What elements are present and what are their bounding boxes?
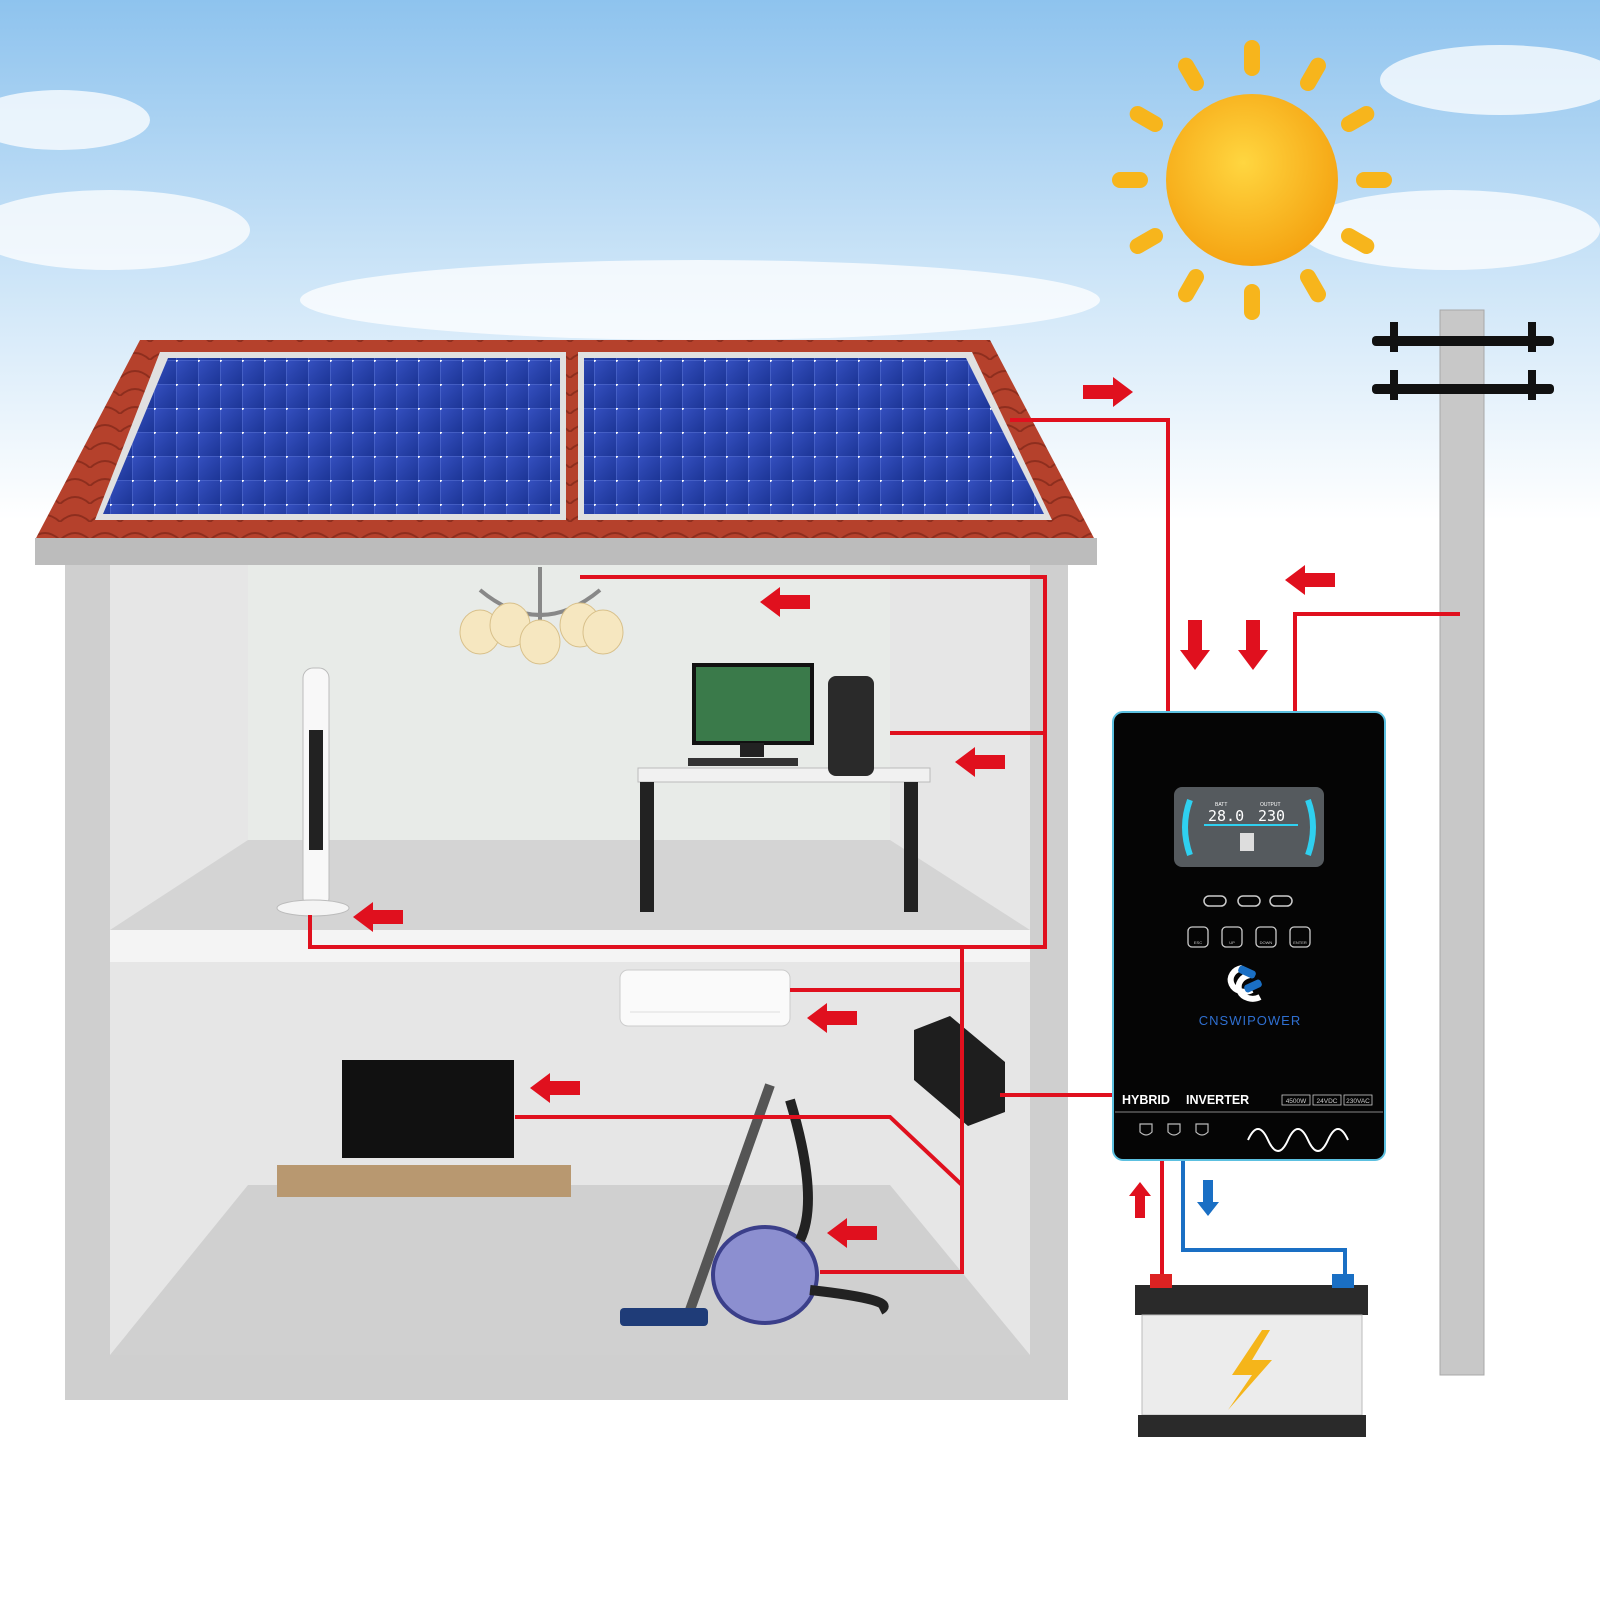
utility-pole bbox=[1372, 309, 1554, 1376]
tower-fan-icon bbox=[276, 667, 350, 917]
spec-badge bbox=[1281, 1094, 1311, 1106]
brand-name: CNSWIPOWER bbox=[1199, 1013, 1301, 1028]
inverter-title-inverter: INVERTER bbox=[1186, 1093, 1249, 1107]
grid-line bbox=[1293, 612, 1460, 712]
arrow-down-icon bbox=[1180, 620, 1210, 670]
arrow-left-icon bbox=[353, 902, 403, 932]
arrow-left-icon bbox=[827, 1218, 877, 1248]
inverter-button-label: DOWN bbox=[1260, 940, 1273, 945]
solar-panel-left bbox=[103, 358, 560, 514]
spec-label: 4500W bbox=[1286, 1098, 1307, 1105]
arrow-left-icon bbox=[807, 1003, 857, 1033]
inverter-button-enter: ENTER bbox=[1289, 926, 1311, 948]
inverter-title-hybrid: HYBRID bbox=[1122, 1093, 1170, 1107]
arrow-left-icon bbox=[1285, 565, 1335, 595]
sun-ray bbox=[1340, 228, 1375, 254]
solar-line bbox=[1010, 418, 1170, 712]
air-conditioner-icon bbox=[619, 969, 791, 1027]
lcd-screen bbox=[1174, 787, 1324, 867]
solar-panel-right bbox=[584, 358, 1044, 514]
sun-ray bbox=[1129, 228, 1164, 254]
sun-icon bbox=[1112, 40, 1392, 320]
sun-ray bbox=[1129, 106, 1164, 132]
spec-badge bbox=[1343, 1094, 1373, 1106]
arrow-left-icon bbox=[530, 1073, 580, 1103]
desk-computer-icon bbox=[637, 663, 931, 912]
arrow-down-icon bbox=[1197, 1180, 1219, 1216]
sun-ray bbox=[1340, 106, 1375, 132]
lightning-icon bbox=[1228, 1330, 1272, 1410]
lcd-batt-value: 28.0 bbox=[1208, 807, 1244, 825]
arrow-right-icon bbox=[1083, 377, 1133, 407]
hybrid-inverter: BATT OUTPUT 28.0 230 ESC UP DOWN ENTER CNSW… bbox=[1112, 711, 1386, 1161]
upper-floor-loop bbox=[308, 575, 1047, 949]
arrow-down-icon bbox=[1238, 620, 1268, 670]
sun-ray bbox=[1300, 268, 1326, 303]
sine-wave-icon bbox=[1247, 1128, 1349, 1152]
inverter-button-label: ESC bbox=[1194, 940, 1202, 945]
protection-icons bbox=[1139, 1123, 1209, 1136]
inverter-button-label: ENTER bbox=[1293, 940, 1307, 945]
inverter-button-esc: ESC bbox=[1187, 926, 1209, 948]
clouds bbox=[0, 45, 1600, 340]
flow-arrows bbox=[353, 377, 1335, 1248]
house bbox=[35, 340, 1097, 1400]
sun-ray bbox=[1300, 57, 1326, 92]
inverter-button-label: UP bbox=[1229, 940, 1235, 945]
spec-badge bbox=[1312, 1094, 1342, 1106]
lcd-output-value: 230 bbox=[1258, 807, 1285, 825]
power-lines bbox=[308, 418, 1460, 1282]
vacuum-cleaner-icon bbox=[620, 1083, 889, 1326]
battery-icon bbox=[1135, 1274, 1368, 1437]
arrow-up-icon bbox=[1129, 1182, 1151, 1218]
spec-label: 230VAC bbox=[1346, 1098, 1370, 1105]
spec-label: 24VDC bbox=[1317, 1098, 1338, 1105]
inverter-button-down: DOWN bbox=[1255, 926, 1277, 948]
arrow-left-icon bbox=[955, 747, 1005, 777]
lcd-output-label: OUTPUT bbox=[1260, 802, 1281, 808]
lcd-batt-label: BATT bbox=[1215, 802, 1227, 808]
arrow-left-icon bbox=[760, 587, 810, 617]
television-icon bbox=[277, 1060, 571, 1197]
small-inverter-icon bbox=[914, 1016, 1005, 1126]
inverter-button-up: UP bbox=[1221, 926, 1243, 948]
battery-negative-line bbox=[1181, 1160, 1347, 1282]
sun-ray bbox=[1178, 57, 1204, 92]
chandelier-icon bbox=[459, 567, 624, 665]
solar-panels bbox=[95, 352, 1052, 520]
sun-ray bbox=[1178, 268, 1204, 303]
